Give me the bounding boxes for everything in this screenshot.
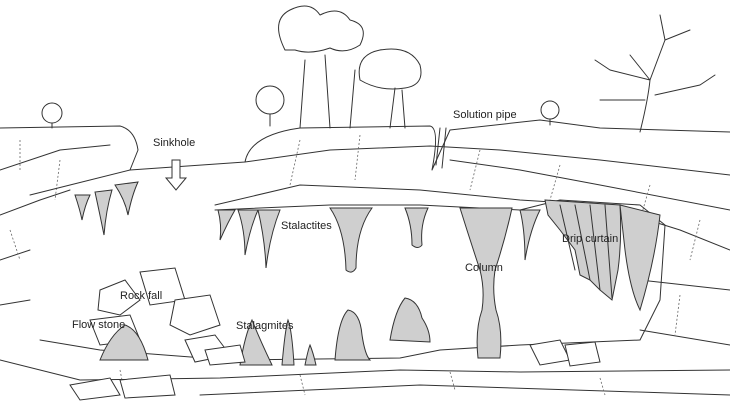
label-column: Column	[465, 262, 503, 274]
rock-strata	[0, 144, 730, 396]
label-stalactites: Stalactites	[281, 220, 332, 232]
stalagmites	[239, 297, 431, 366]
label-rock-fall: Rock fall	[120, 290, 163, 302]
label-stalagmites: Stalagmites	[236, 320, 294, 332]
label-drip-curtain: Drip curtain	[562, 233, 619, 245]
sinkhole-arrow	[164, 159, 188, 191]
solution-pipe	[435, 127, 447, 169]
trees	[41, 5, 716, 133]
cave-ceiling	[29, 169, 666, 341]
stalactites	[74, 181, 541, 273]
flow-stone	[99, 324, 149, 361]
label-flow-stone: Flow stone	[72, 319, 126, 331]
column	[459, 207, 513, 359]
label-sinkhole: Sinkhole	[153, 137, 196, 149]
drip-curtain	[544, 199, 622, 301]
ground-surface	[0, 119, 730, 171]
rock-fall	[69, 267, 601, 401]
label-solution-pipe: Solution pipe	[453, 109, 517, 121]
cave-floor	[39, 339, 641, 361]
